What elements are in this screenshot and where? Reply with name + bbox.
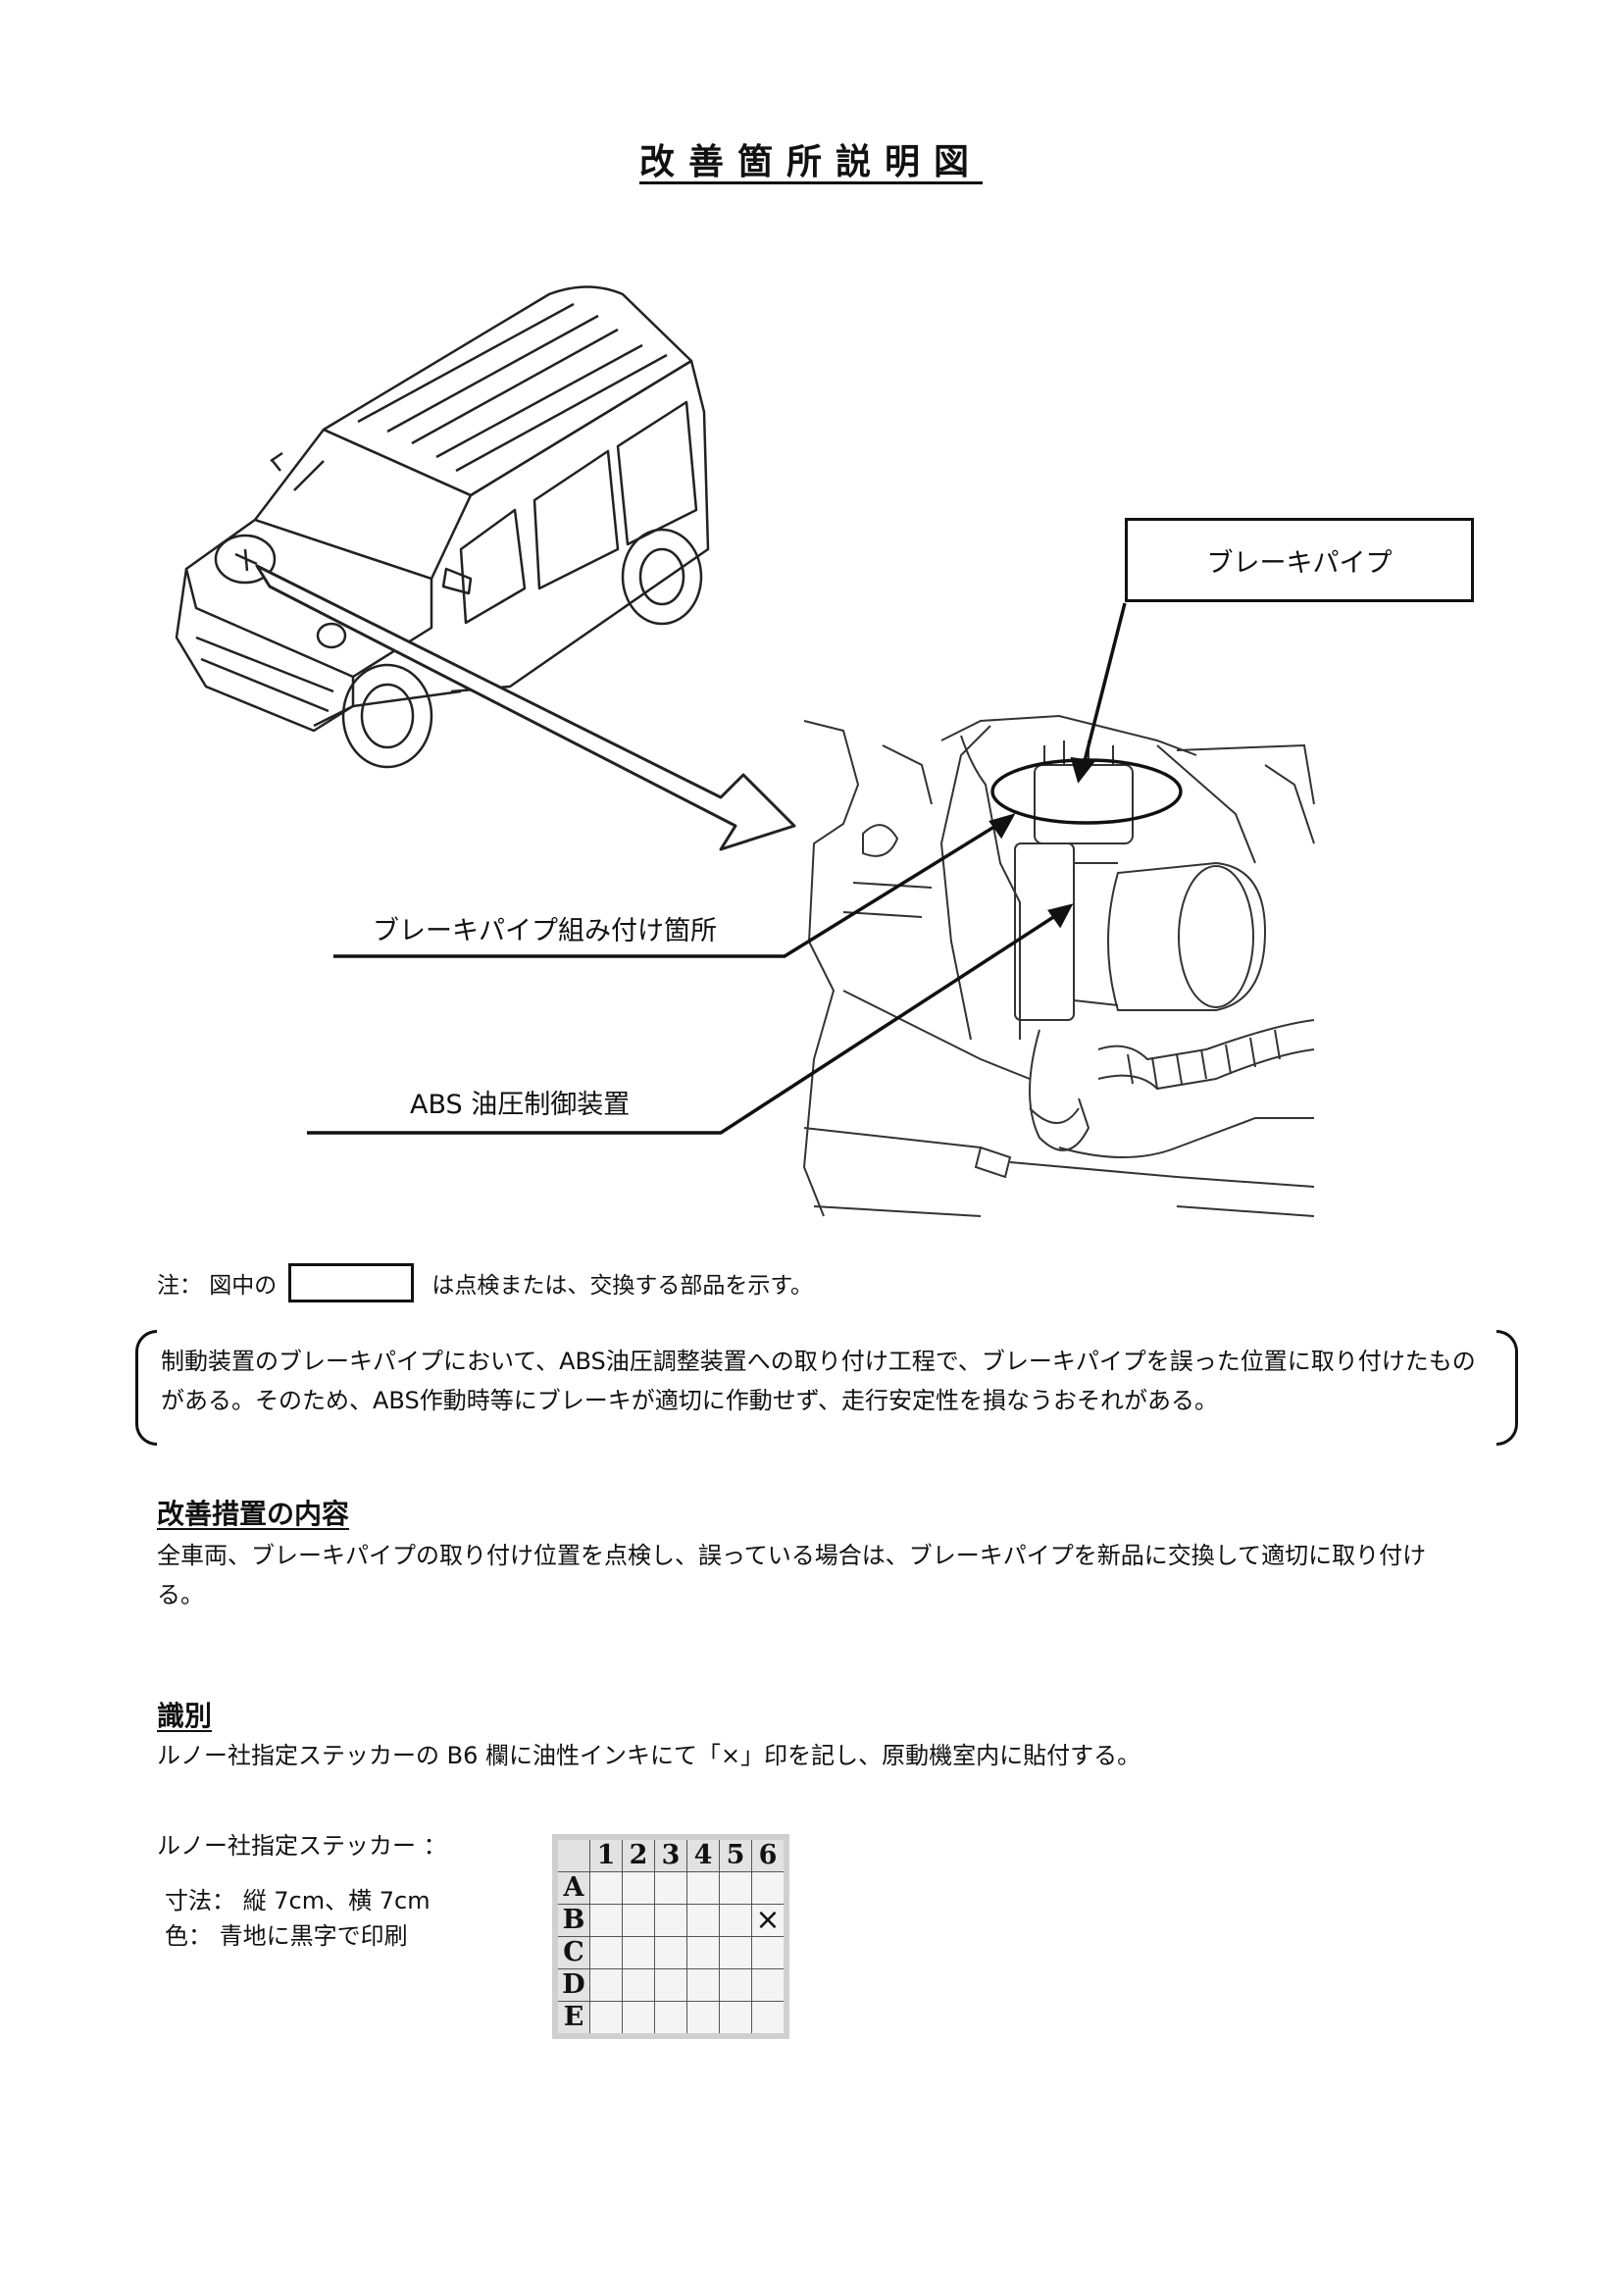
identification-heading: 識別: [157, 1700, 213, 1732]
sticker-row-b: B ×: [554, 1904, 787, 1937]
note-prefix: 注： 図中の: [157, 1273, 278, 1299]
sticker-color: 色： 青地に黒字で印刷: [165, 1922, 408, 1950]
row-header: C: [554, 1936, 590, 1969]
sticker-cell-d4: [686, 1968, 720, 2002]
sticker-cell-d3: [654, 1968, 687, 2002]
defect-description-box: 制動装置のブレーキパイプにおいて、ABS油圧調整装置への取り付け工程で、ブレーキ…: [135, 1330, 1518, 1446]
brake-pipe-label: ブレーキパイプ: [1206, 547, 1393, 579]
column-header: 5: [719, 1836, 752, 1872]
identification-text: ルノー社指定ステッカーの B6 欄に油性インキにて「×」印を記し、原動機室内に貼…: [157, 1742, 1141, 1769]
abs-unit-label: ABS 油圧制御装置: [410, 1090, 631, 1120]
sticker-cell-e5: [719, 2001, 752, 2037]
recall-illustration: [175, 285, 1315, 1217]
row-header: B: [554, 1904, 590, 1937]
sticker-header-row: 1 2 3 4 5 6: [554, 1836, 787, 1872]
page-title: 改善箇所説明図: [638, 142, 983, 182]
sticker-cell-c1: [589, 1936, 623, 1969]
sticker-cell-a1: [589, 1871, 623, 1905]
sticker-cell-d1: [589, 1968, 623, 2002]
row-header: D: [554, 1968, 590, 2002]
sticker-row-e: E: [554, 2001, 787, 2037]
sticker-cell-a3: [654, 1871, 687, 1905]
bracket-left: [135, 1330, 157, 1446]
sticker-cell-e2: [622, 2001, 655, 2037]
sticker-cell-c3: [654, 1936, 687, 1969]
column-header: 2: [622, 1836, 655, 1872]
brake-pipe-callout: ブレーキパイプ: [1125, 518, 1474, 602]
remedy-heading: 改善措置の内容: [157, 1498, 350, 1530]
row-header: A: [554, 1871, 590, 1905]
bracket-right: [1496, 1330, 1518, 1446]
sticker-cell-a5: [719, 1871, 752, 1905]
sticker-cell-c2: [622, 1936, 655, 1969]
sticker-cell-d5: [719, 1968, 752, 2002]
column-header: 6: [751, 1836, 787, 1872]
sticker-cell-d2: [622, 1968, 655, 2002]
sticker-cell-b2: [622, 1904, 655, 1937]
car-illustration: [175, 285, 710, 769]
sticker-cell-a6: [751, 1871, 787, 1905]
note-suffix: は点検または、交換する部品を示す。: [431, 1273, 814, 1299]
sticker-cell-b6-mark: ×: [751, 1904, 787, 1937]
sticker-cell-e4: [686, 2001, 720, 2037]
sticker-cell-a2: [622, 1871, 655, 1905]
brake-pipe-mount-label: ブレーキパイプ組み付け箇所: [373, 916, 717, 946]
zoom-arrow: [255, 564, 796, 851]
sticker-cell-e1: [589, 2001, 623, 2037]
column-header: 3: [654, 1836, 687, 1872]
sticker-cell-c4: [686, 1936, 720, 1969]
sticker-cell-e6: [751, 2001, 787, 2037]
note-legend-box: [288, 1263, 415, 1302]
sticker-cell-c6: [751, 1936, 787, 1969]
sticker-cell-b4: [686, 1904, 720, 1937]
sticker-label: ルノー社指定ステッカー ：: [157, 1832, 447, 1860]
column-header: 1: [589, 1836, 623, 1872]
sticker-row-a: A: [554, 1871, 787, 1905]
figure-note: 注： 図中の は点検または、交換する部品を示す。: [157, 1263, 813, 1302]
sticker-cell-b5: [719, 1904, 752, 1937]
remedy-text: 全車両、ブレーキパイプの取り付け位置を点検し、誤っている場合は、ブレーキパイプを…: [157, 1542, 1427, 1608]
sticker-cell-a4: [686, 1871, 720, 1905]
sticker-cell-c5: [719, 1936, 752, 1969]
sticker-row-d: D: [554, 1968, 787, 2002]
sticker-cell-b1: [589, 1904, 623, 1937]
sticker-cell-e3: [654, 2001, 687, 2037]
sticker-size: 寸法： 縦 7cm、横 7cm: [165, 1887, 431, 1914]
sticker-cell-d6: [751, 1968, 787, 2002]
sticker-row-c: C: [554, 1936, 787, 1969]
leader-lines: [307, 602, 1127, 1135]
defect-description: 制動装置のブレーキパイプにおいて、ABS油圧調整装置への取り付け工程で、ブレーキ…: [161, 1348, 1476, 1414]
row-header: E: [554, 2001, 590, 2037]
sticker-cell-b3: [654, 1904, 687, 1937]
column-header: 4: [686, 1836, 720, 1872]
sticker-corner-cell: [554, 1836, 590, 1872]
abs-closeup-illustration: [802, 714, 1315, 1217]
sticker-grid: 1 2 3 4 5 6 A B × C D E: [552, 1834, 789, 2039]
